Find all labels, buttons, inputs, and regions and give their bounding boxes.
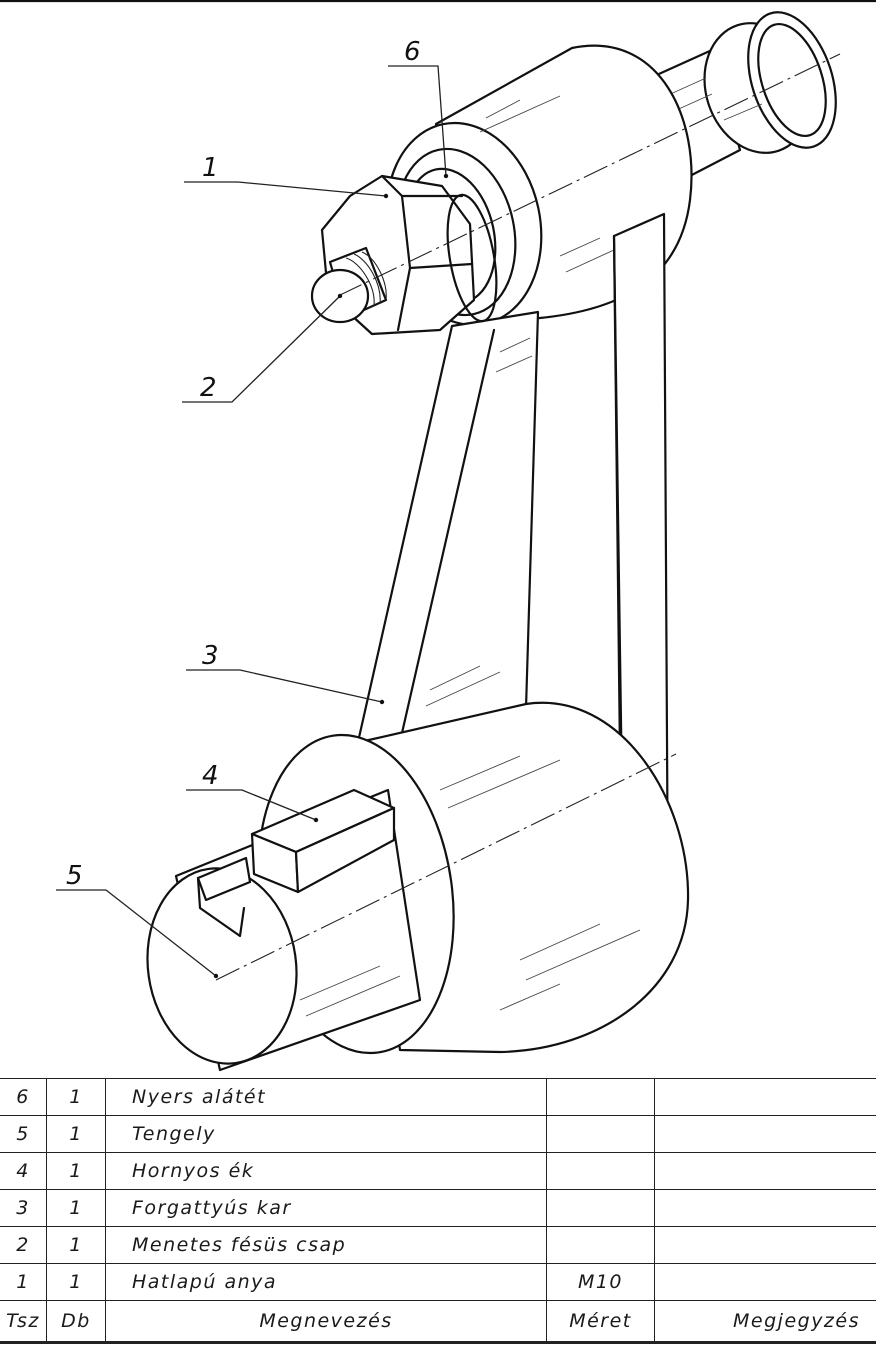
row-tsz: 5 [0,1115,47,1153]
table-header-row: Tsz Db Megnevezés Méret Megjegyzés [0,1300,876,1344]
row-note [654,1078,876,1116]
row-tsz: 6 [0,1078,47,1116]
row-name: Hornyos ék [105,1152,547,1190]
row-db: 1 [46,1189,106,1227]
row-size [546,1152,655,1190]
callout-4-label: 4 [202,761,219,791]
row-name: Hatlapú anya [105,1263,547,1301]
row-db: 1 [46,1152,106,1190]
row-name: Nyers alátét [105,1078,547,1116]
grooved-key [250,788,396,894]
callout-6: 6 [388,37,449,179]
row-note [654,1226,876,1264]
row-db: 1 [46,1078,106,1116]
row-db: 1 [46,1226,106,1264]
row-tsz: 2 [0,1226,47,1264]
callout-5-label: 5 [66,861,83,891]
table-row: 5 1 Tengely [0,1115,876,1153]
callout-6-label: 6 [404,37,421,67]
parts-list-table: 6 1 Nyers alátét 5 1 Tengely 4 1 Hornyos… [0,1078,876,1344]
row-size [546,1226,655,1264]
callout-1-label: 1 [202,153,219,183]
callout-4: 4 [186,761,319,823]
row-size: M10 [546,1263,655,1301]
row-db: 1 [46,1115,106,1153]
header-name: Megnevezés [105,1300,547,1344]
row-tsz: 4 [0,1152,47,1190]
row-name: Forgattyús kar [105,1189,547,1227]
header-note: Megjegyzés [654,1300,876,1344]
header-db: Db [46,1300,106,1344]
callout-3: 3 [186,641,385,705]
row-name: Tengely [105,1115,547,1153]
header-size: Méret [546,1300,655,1344]
row-name: Menetes fésüs csap [105,1226,547,1264]
lower-center-axis [215,753,677,981]
callout-2: 2 [182,293,343,403]
upper-shaft [648,11,837,180]
row-tsz: 3 [0,1189,47,1227]
row-note [654,1115,876,1153]
table-row: 6 1 Nyers alátét [0,1078,876,1116]
row-size [546,1189,655,1227]
row-note [654,1152,876,1190]
callout-3-label: 3 [202,641,219,671]
upper-center-axis [337,53,841,297]
crank-assembly-drawing: 1 2 3 4 5 6 [0,0,876,1072]
table-row: 4 1 Hornyos ék [0,1152,876,1190]
table-row: 2 1 Menetes fésüs csap [0,1226,876,1264]
table-row: 3 1 Forgattyús kar [0,1189,876,1227]
row-tsz: 1 [0,1263,47,1301]
row-size [546,1078,655,1116]
row-note [654,1263,876,1301]
callout-5: 5 [56,861,219,979]
row-note [654,1189,876,1227]
callout-2-label: 2 [200,373,217,403]
row-size [546,1115,655,1153]
callout-1: 1 [184,153,389,199]
header-tsz: Tsz [0,1300,47,1344]
table-row: 1 1 Hatlapú anya M10 [0,1263,876,1301]
row-db: 1 [46,1263,106,1301]
